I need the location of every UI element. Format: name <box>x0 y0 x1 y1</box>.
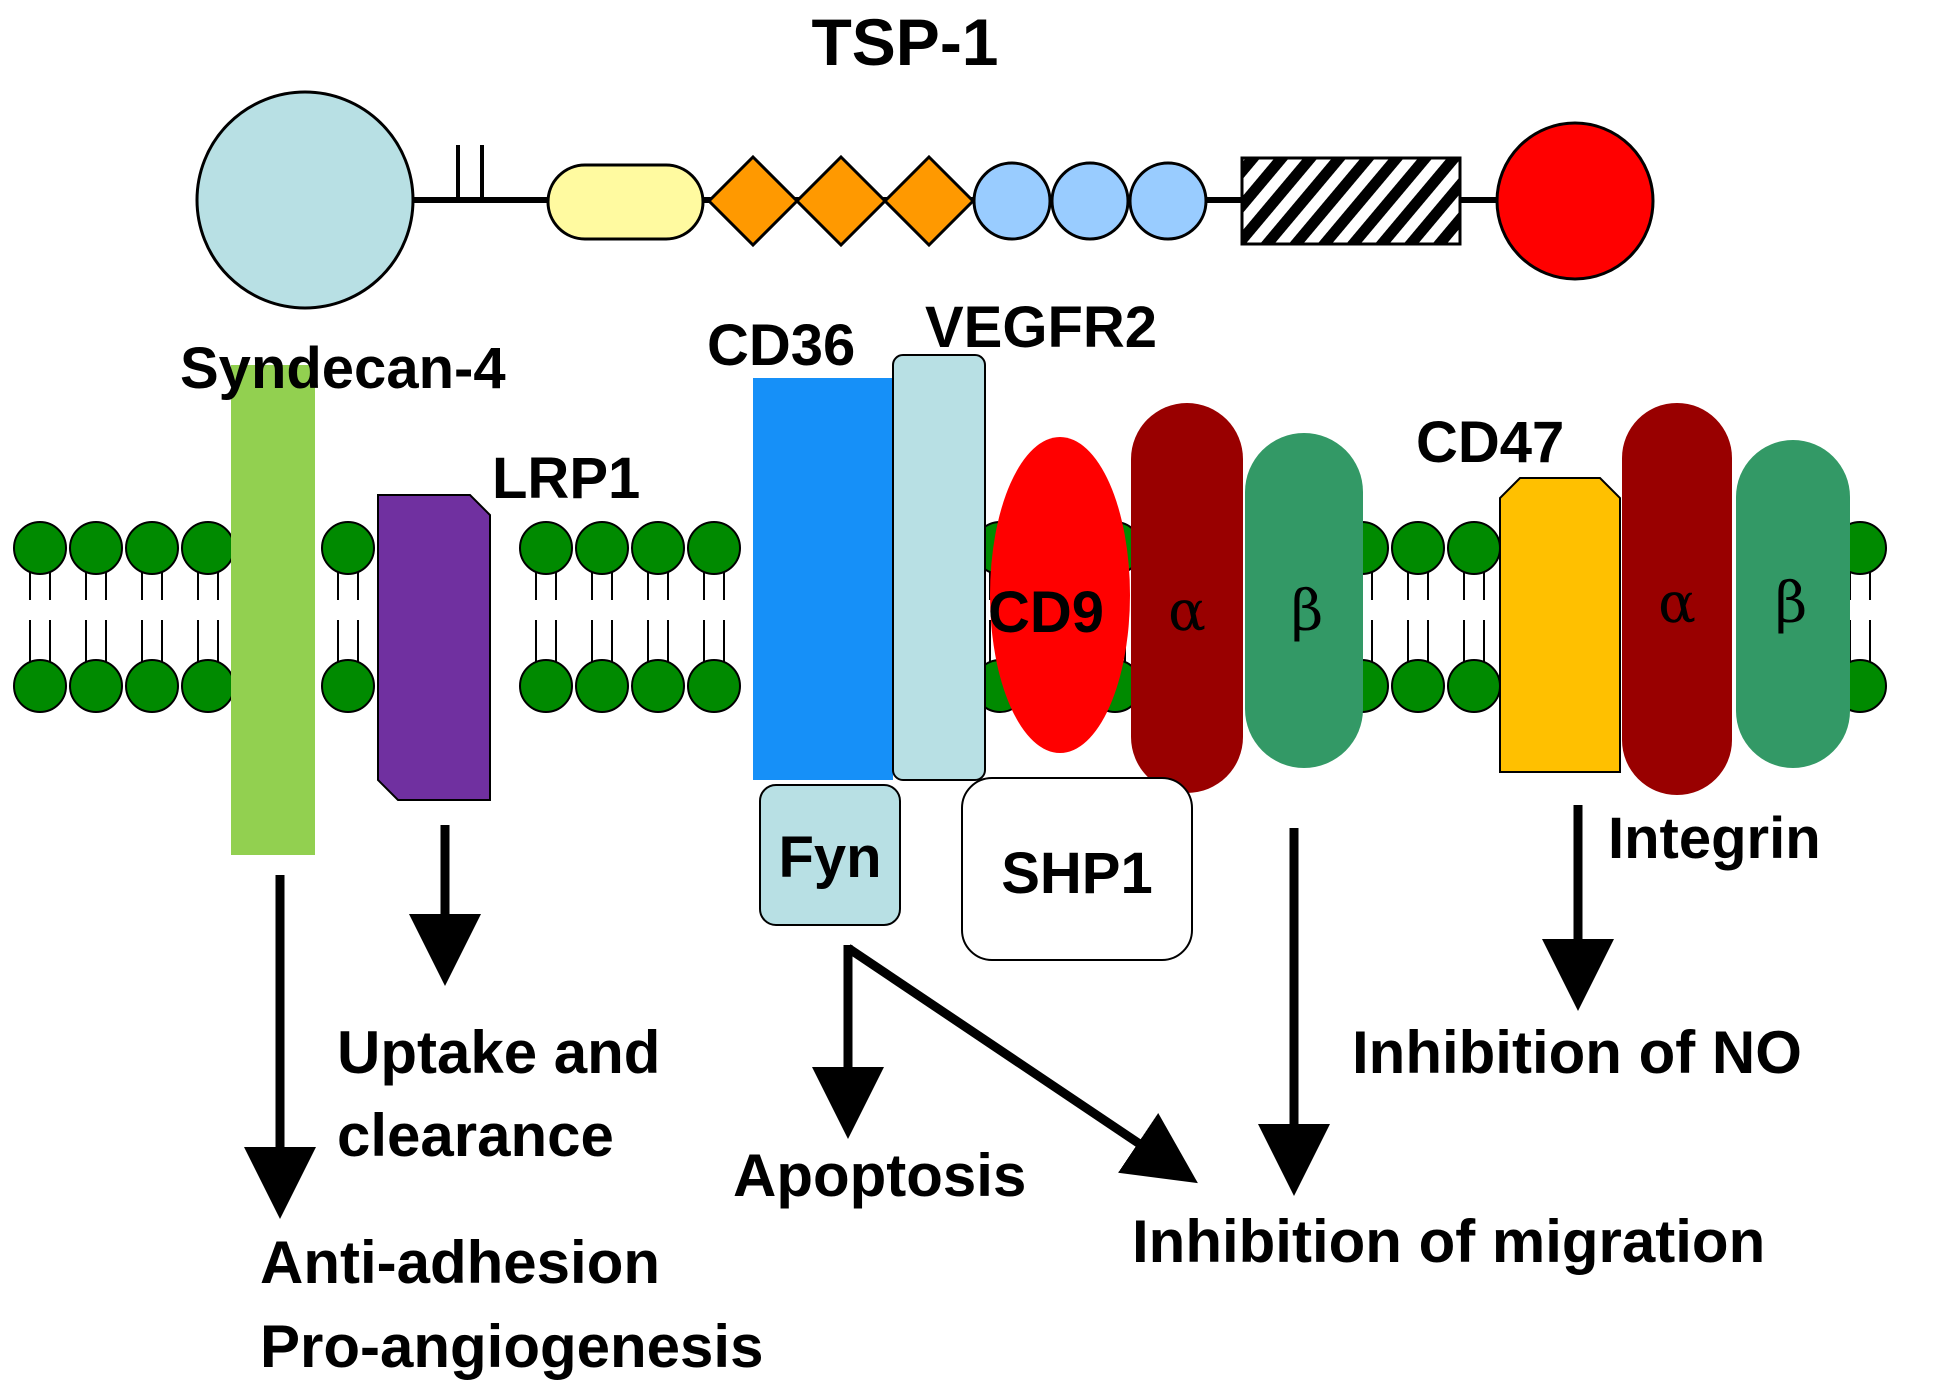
tsp1-n-terminal-domain <box>195 90 415 310</box>
lipid-head <box>1391 659 1445 713</box>
outcome-apoptosis: Apoptosis <box>733 1142 1026 1209</box>
tsp1-protein <box>195 90 1655 310</box>
outcome-inhibition-of-no: Inhibition of NO <box>1352 1019 1802 1086</box>
signaling-arrows <box>244 805 1614 1219</box>
cd36-label: CD36 <box>707 313 855 378</box>
lipid-head <box>631 521 685 575</box>
lipid-head <box>519 659 573 713</box>
lipid-head <box>575 521 629 575</box>
shp1-label: SHP1 <box>1001 841 1153 906</box>
fyn-box <box>759 784 901 926</box>
syndecan4-label: Syndecan-4 <box>180 336 506 401</box>
lipid-head <box>1447 659 1501 713</box>
lipid-head <box>321 521 375 575</box>
tsp1-oligomerization-domain <box>546 163 705 241</box>
lipid-head <box>13 521 67 575</box>
tsp1-type1-repeat <box>882 154 976 248</box>
tsp1-type3-repeat <box>1240 156 1462 246</box>
vegfr2-receptor <box>892 354 986 781</box>
integrin-beta-label: β <box>1775 571 1807 636</box>
outcome-uptake: Uptake and <box>337 1019 660 1086</box>
lipid-head <box>321 659 375 713</box>
integrin-beta-label: β <box>1291 579 1323 644</box>
arrow-fyn-migration <box>845 944 1198 1184</box>
lrp1-label: LRP1 <box>492 446 640 511</box>
integrin-label: Integrin <box>1608 806 1821 871</box>
lipid-head <box>519 521 573 575</box>
cd9-label: CD9 <box>988 580 1104 645</box>
tsp1-type1-repeat <box>794 154 888 248</box>
lipid-head <box>181 659 235 713</box>
cd9-receptor <box>990 437 1130 753</box>
cd47-receptor <box>1499 477 1621 773</box>
tsp1-type1-repeat <box>706 154 800 248</box>
title: TSP-1 <box>811 5 998 79</box>
lipid-head <box>1447 521 1501 575</box>
lipid-head <box>181 521 235 575</box>
cd47-label: CD47 <box>1416 410 1564 475</box>
tsp1-type2-repeat <box>1050 161 1130 241</box>
syndecan4-receptor <box>231 365 315 855</box>
cd36-receptor <box>753 378 893 780</box>
lipid-head <box>575 659 629 713</box>
integrin-alpha-subunit <box>1622 403 1732 795</box>
outcome-anti-adhesion: Anti-adhesion <box>260 1229 660 1296</box>
shp1-box <box>961 777 1193 961</box>
lipid-head <box>631 659 685 713</box>
integrin-alpha-label: α <box>1168 579 1206 644</box>
lipid-head <box>687 521 741 575</box>
lipid-head <box>687 659 741 713</box>
receptors <box>231 354 1850 855</box>
integrin-beta-subunit <box>1245 433 1363 768</box>
lipid-head <box>13 659 67 713</box>
lipid-head <box>125 659 179 713</box>
tsp1-c-terminal-domain <box>1495 121 1655 281</box>
tsp1-type2-repeat <box>1128 161 1208 241</box>
fyn-label: Fyn <box>778 825 881 890</box>
outcome-pro-angiogenesis: Pro-angiogenesis <box>260 1313 763 1380</box>
lipid-head <box>69 521 123 575</box>
lipid-head <box>125 521 179 575</box>
tsp1-type2-repeat <box>972 161 1052 241</box>
lrp1-receptor <box>377 494 491 801</box>
outcome-inhibition-of-migration: Inhibition of migration <box>1132 1208 1765 1275</box>
vegfr2-label: VEGFR2 <box>925 295 1157 360</box>
integrin-alpha-subunit <box>1131 403 1243 793</box>
integrin-beta-subunit <box>1736 440 1850 768</box>
lipid-head <box>69 659 123 713</box>
lipid-head <box>1391 521 1445 575</box>
outcome-clearance: clearance <box>337 1102 614 1169</box>
integrin-alpha-label: α <box>1658 571 1696 636</box>
